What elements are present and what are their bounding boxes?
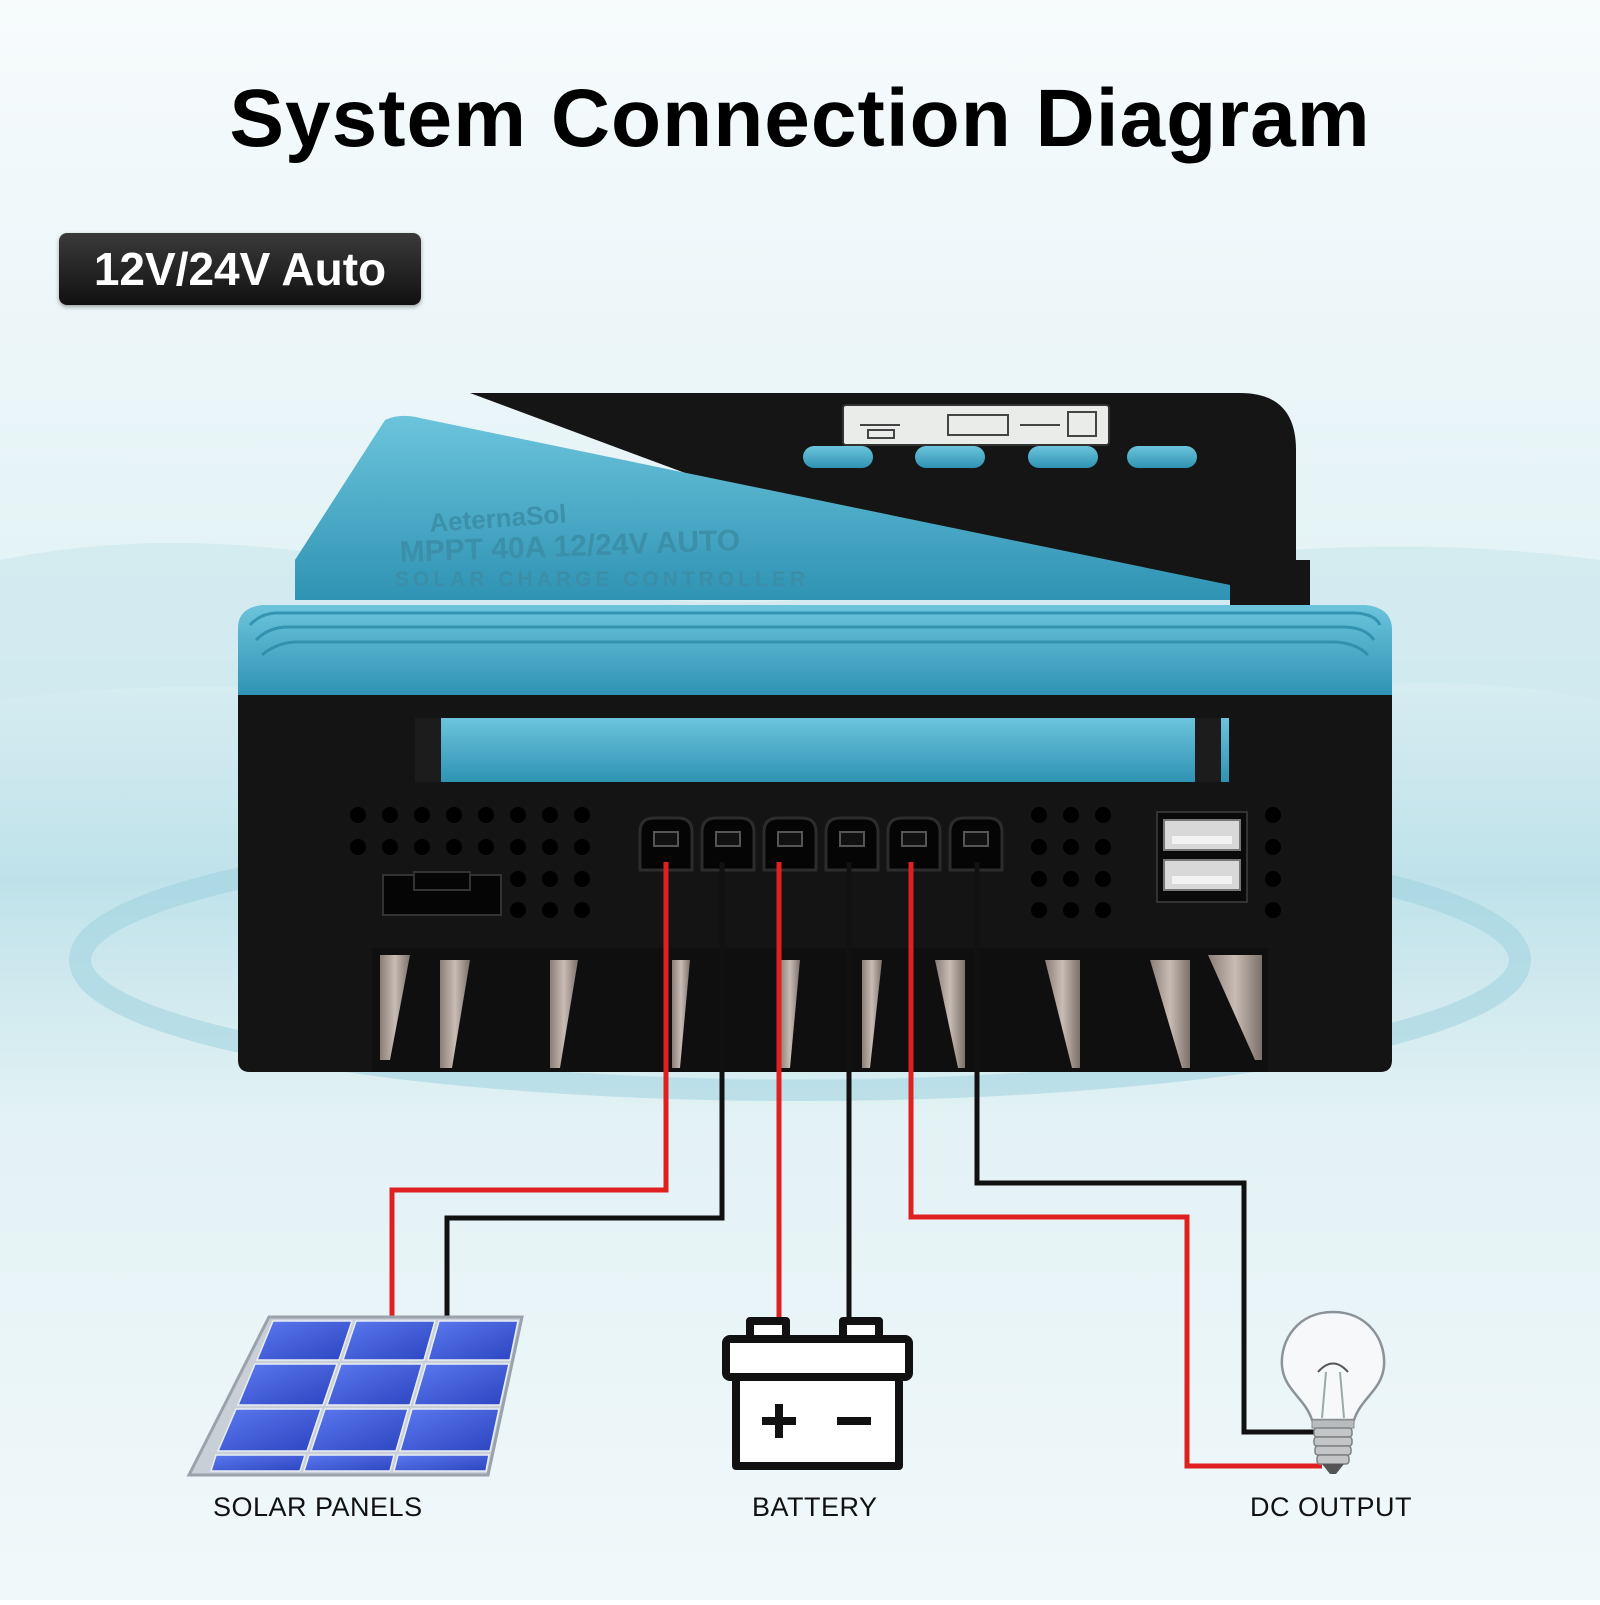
recess-frame-right [1195, 718, 1221, 782]
wire-pv-negative [444, 862, 725, 1318]
band-ribs [248, 611, 1382, 657]
light-bulb-icon [1280, 1310, 1386, 1474]
usb-port-2[interactable] [1163, 859, 1241, 891]
usb-ports[interactable] [1156, 811, 1248, 903]
plus-icon [762, 1404, 796, 1438]
battery-label: BATTERY [752, 1492, 878, 1522]
wire-load-negative [974, 862, 1322, 1435]
wires [389, 862, 1322, 1469]
terminal-screws [653, 831, 989, 847]
wire-load-positive [908, 862, 1322, 1469]
menu-button-2[interactable] [915, 446, 985, 468]
solar-panel-icon [186, 1315, 524, 1477]
page-title: System Connection Diagram [229, 73, 1371, 164]
controller-front-band [238, 605, 1392, 695]
menu-button-1[interactable] [803, 446, 873, 468]
vent-holes-right [1031, 807, 1281, 918]
menu-button-3[interactable] [1028, 446, 1098, 468]
heat-sink [372, 948, 1268, 1072]
solar-panels-label: SOLAR PANELS [213, 1492, 423, 1522]
vent-holes-left [350, 807, 590, 918]
dc-output-label: DC OUTPUT [1250, 1492, 1412, 1522]
lcd-screen [842, 404, 1110, 446]
teal-recess [415, 718, 1229, 782]
controller-top-cover [295, 415, 1230, 600]
temp-sensor-port-slot [413, 871, 471, 891]
battery-icon [722, 1317, 913, 1470]
recess-frame-left [415, 718, 441, 782]
wire-pv-positive [389, 862, 669, 1318]
usb-port-1[interactable] [1163, 819, 1241, 851]
lcd-segments [860, 411, 1097, 439]
voltage-badge: 12V/24V Auto [59, 233, 421, 305]
controller-front-face [238, 695, 1392, 1072]
menu-button-4[interactable] [1127, 446, 1197, 468]
charge-controller: AeternaSol MPPT 40A 12/24V AUTO SOLAR CH… [238, 393, 1392, 1072]
product-text: SOLAR CHARGE CONTROLLER [395, 568, 809, 591]
